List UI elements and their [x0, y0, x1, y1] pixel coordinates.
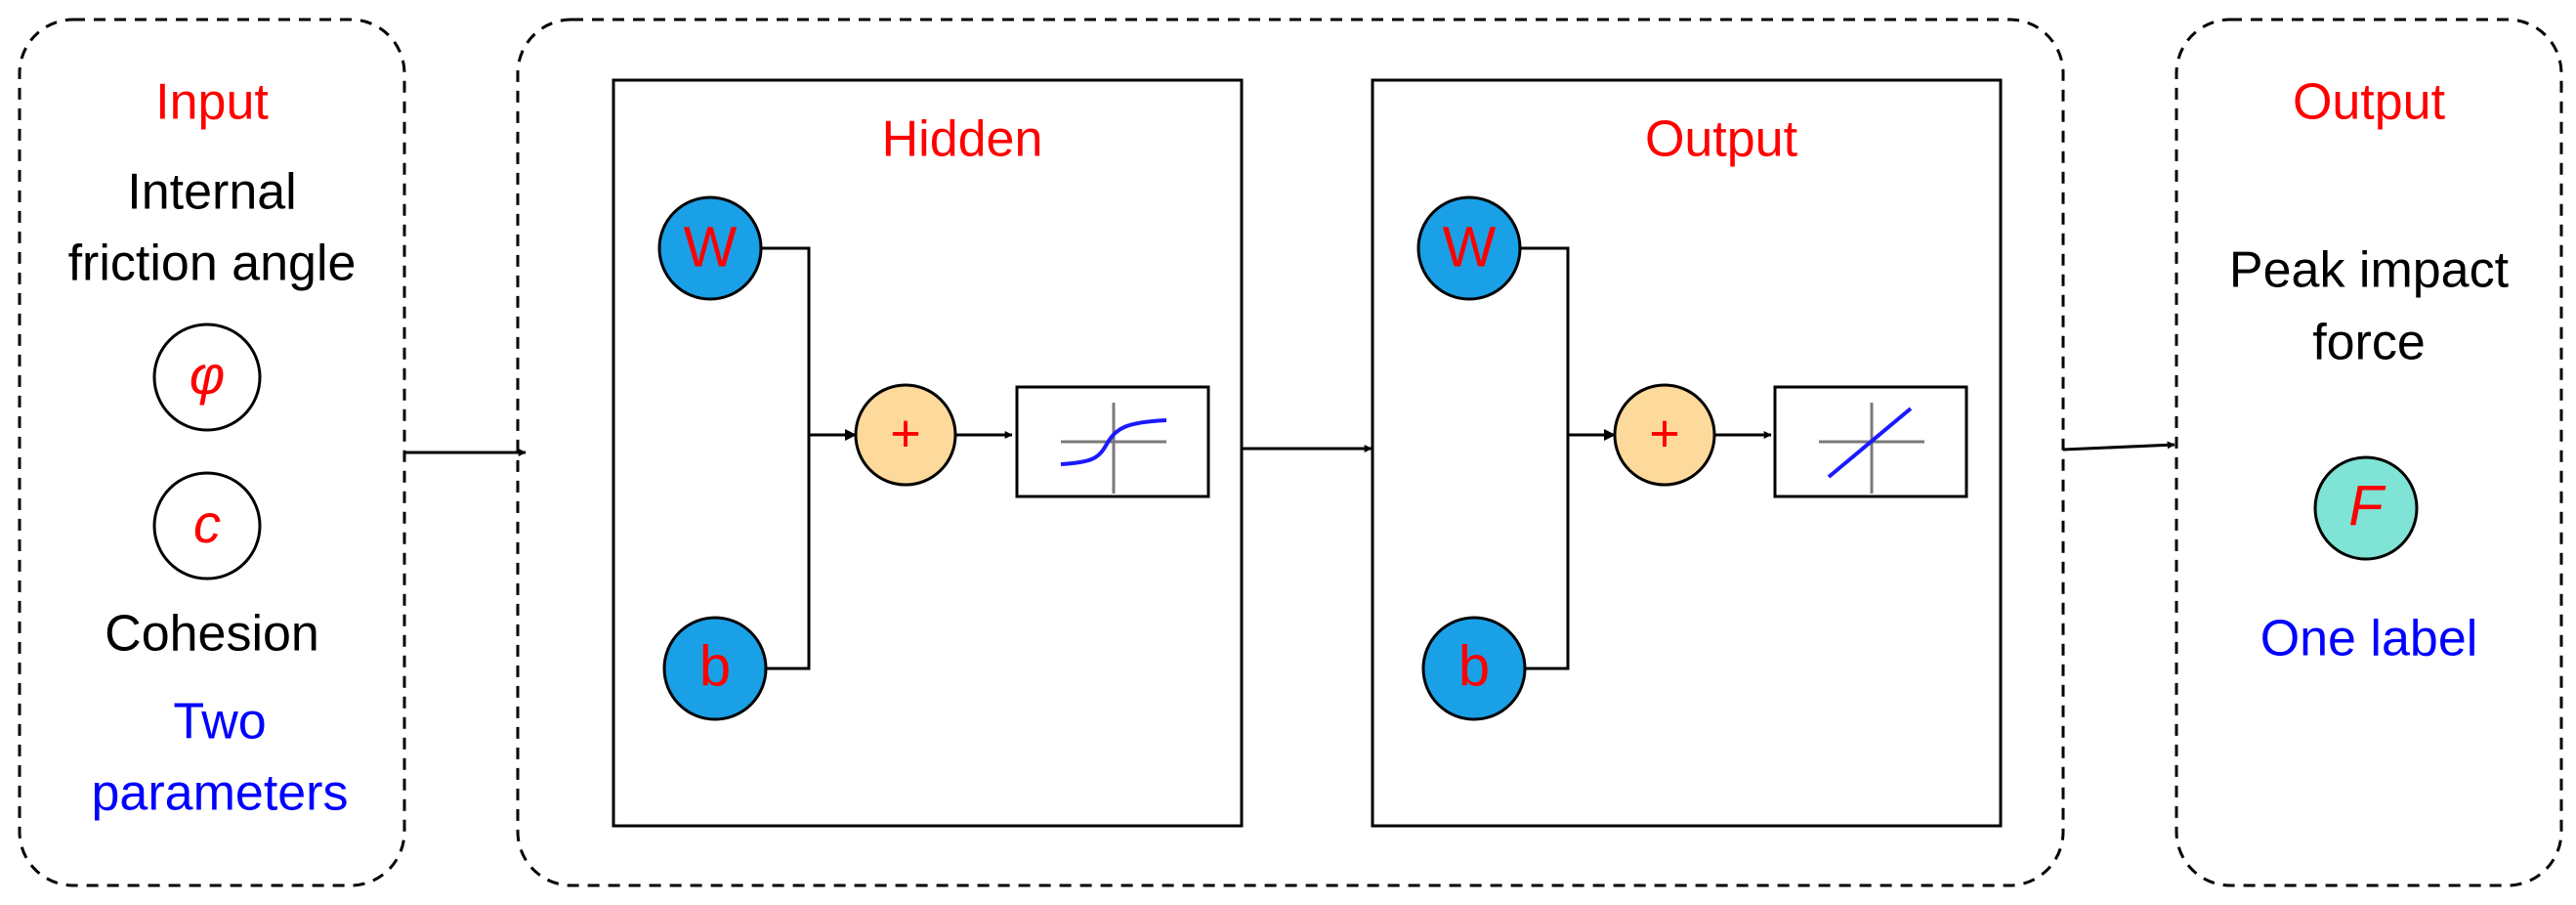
friction-angle-label-line1: Internal: [127, 164, 296, 221]
peak-impact-force-line2: force: [2312, 315, 2426, 371]
phi-node: [152, 323, 262, 432]
hidden-layer-title: Hidden: [882, 111, 1043, 168]
linear-icon: [1773, 385, 1968, 498]
output-panel-border: [2175, 18, 2563, 887]
input-panel-border: [18, 18, 406, 887]
input-summary-line2: parameters: [92, 765, 349, 822]
output-layer-title: Output: [1645, 111, 1798, 168]
phi-symbol: φ: [190, 344, 226, 406]
network-panel-border: [516, 18, 2065, 887]
hidden-sum-label: +: [890, 404, 921, 462]
cohesion-label: Cohesion: [105, 606, 319, 663]
input-summary-line1: Two: [173, 694, 266, 751]
friction-angle-label-line2: friction angle: [68, 236, 357, 292]
c-symbol: c: [193, 493, 221, 554]
force-symbol: F: [2348, 474, 2386, 538]
output-summary: One label: [2260, 611, 2478, 668]
output-title: Output: [2293, 74, 2446, 131]
output-sum-label: +: [1649, 404, 1680, 462]
sigmoid-icon: [1015, 385, 1210, 498]
input-panel: Input Internal friction angle φ c Cohesi…: [18, 18, 406, 887]
input-title: Input: [155, 74, 269, 131]
output-panel: Output Peak impact force F One label: [2175, 18, 2563, 887]
output-bias-label: b: [1458, 634, 1490, 698]
hidden-wb-connector: [761, 246, 811, 670]
hidden-bias-label: b: [699, 634, 731, 698]
hidden-layer: Hidden W b +: [612, 78, 1244, 828]
output-layer: Output W b +: [1371, 78, 2003, 828]
cohesion-node: [152, 471, 262, 581]
network-to-output-arrow: [2062, 441, 2175, 452]
peak-impact-force-line1: Peak impact: [2229, 242, 2510, 299]
hidden-weight-label: W: [684, 215, 738, 279]
force-node: [2313, 455, 2419, 561]
output-weight-label: W: [1443, 215, 1497, 279]
output-wb-connector: [1520, 246, 1570, 670]
